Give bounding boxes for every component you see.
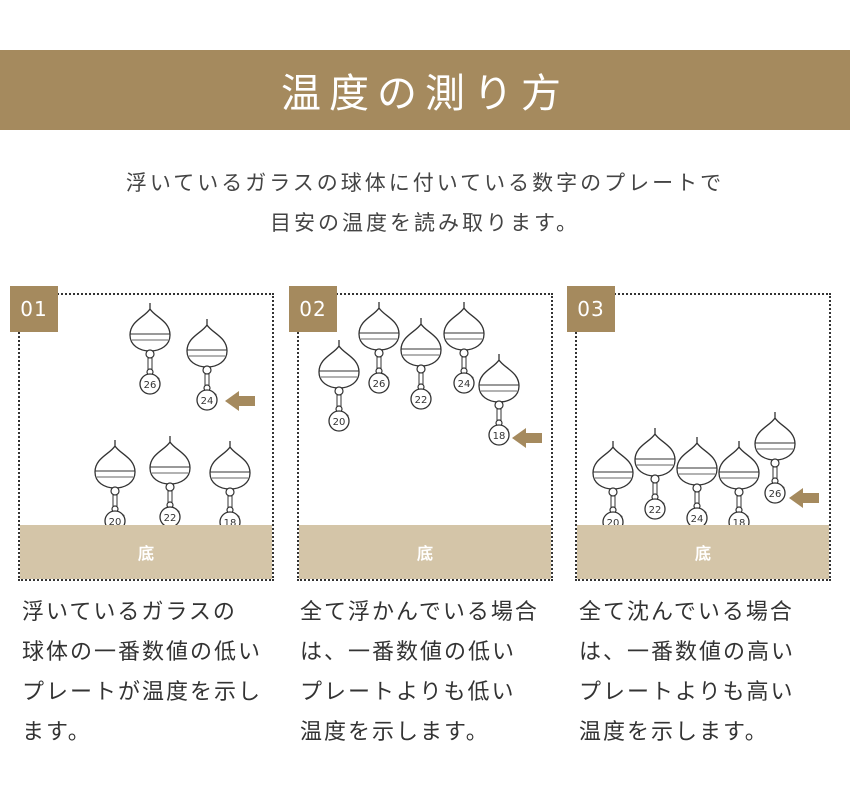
bulb-plate-label: 26 (144, 380, 157, 391)
thermometer-bulb: 22° (149, 436, 191, 525)
svg-text:°: ° (157, 377, 160, 384)
caption-line: 浮いているガラスの (22, 600, 237, 625)
thermometer-bulb: 20° (592, 441, 634, 525)
svg-text:°: ° (346, 414, 349, 421)
bulb-plate-label: 24 (458, 379, 471, 390)
caption-line: 全て沈んでいる場合 (579, 600, 794, 625)
thermometer-bulb: 26° (754, 412, 796, 504)
panel-02-floor: 底 (299, 525, 551, 579)
svg-text:°: ° (746, 515, 749, 522)
intro-line-2: 目安の温度を読み取ります。 (270, 211, 580, 235)
bulb-plate-label: 24 (691, 514, 704, 525)
title-banner: 温度の測り方 (0, 50, 850, 130)
thermometer-bulb: 20° (318, 340, 360, 432)
bulb-plate-label: 26 (769, 489, 782, 500)
panel-03-floor: 底 (577, 525, 829, 579)
caption-line: は、一番数値の高い (579, 640, 796, 665)
thermometer-bulb: 24° (443, 302, 485, 394)
thermometer-bulb: 22° (400, 318, 442, 410)
thermometer-bulb: 24° (186, 319, 228, 411)
floor-label: 底 (694, 544, 711, 563)
caption-line: は、一番数値の低い (300, 640, 517, 665)
panel-03: 20°22°24°18°26° 底 03 (567, 286, 831, 581)
svg-text:°: ° (662, 502, 665, 509)
svg-text:°: ° (122, 514, 125, 521)
panel-02-badge: 02 (289, 286, 337, 332)
thermometer-bulb: 26° (129, 303, 171, 395)
panel-03-badge: 03 (567, 286, 615, 332)
svg-text:°: ° (237, 515, 240, 522)
panel-01-badge: 01 (10, 286, 58, 332)
svg-text:°: ° (704, 511, 707, 518)
bulb-plate-label: 26 (373, 379, 386, 390)
svg-text:°: ° (214, 393, 217, 400)
svg-text:°: ° (506, 428, 509, 435)
caption-line: プレートよりも高い (579, 680, 795, 705)
bulb-plate-label: 22 (164, 513, 177, 524)
caption-line: 球体の一番数値の低い (22, 640, 263, 665)
caption-line: 温度を示します。 (300, 720, 490, 745)
svg-text:°: ° (620, 515, 623, 522)
svg-text:°: ° (177, 510, 180, 517)
bulb-plate-label: 20 (109, 517, 122, 525)
svg-text:°: ° (428, 392, 431, 399)
bulb-plate-label: 20 (607, 518, 620, 525)
caption-03: 全て沈んでいる場合 は、一番数値の高い プレートよりも高い 温度を示します。 (579, 593, 839, 753)
svg-text:°: ° (471, 376, 474, 383)
page-title: 温度の測り方 (281, 71, 569, 117)
caption-line: プレートよりも低い (300, 680, 516, 705)
intro-text: 浮いているガラスの球体に付いている数字のプレートで 目安の温度を読み取ります。 (0, 163, 850, 243)
floor-label: 底 (416, 544, 433, 563)
panel-02: 20°26°22°24°18° 底 02 (289, 286, 553, 581)
caption-line: 全て浮かんでいる場合 (300, 600, 539, 625)
thermometer-bulb: 18° (718, 441, 760, 525)
bulb-plate-label: 20 (333, 417, 346, 428)
floor-label: 底 (137, 544, 154, 563)
thermometer-bulb: 22° (634, 428, 676, 520)
indicator-arrow-icon (512, 428, 542, 448)
panel-01-illustration: 26°24°20°22°18° (94, 303, 255, 525)
caption-line: ます。 (22, 720, 92, 745)
caption-line: 温度を示します。 (579, 720, 769, 745)
bulb-plate-label: 22 (649, 505, 662, 516)
panel-01: 26°24°20°22°18° 底 01 (10, 286, 274, 581)
svg-text:°: ° (782, 486, 785, 493)
caption-01: 浮いているガラスの 球体の一番数値の低い プレートが温度を示し ます。 (22, 593, 282, 753)
panel-02-illustration: 20°26°22°24°18° (318, 302, 542, 448)
bulb-plate-label: 18 (733, 518, 746, 525)
bulb-plate-label: 18 (224, 518, 237, 525)
panel-03-illustration: 20°22°24°18°26° (592, 412, 819, 525)
thermometer-bulb: 18° (478, 354, 520, 446)
thermometer-bulb: 26° (358, 302, 400, 394)
caption-line: プレートが温度を示し (22, 680, 263, 705)
bulb-plate-label: 22 (415, 395, 428, 406)
indicator-arrow-icon (225, 391, 255, 411)
caption-02: 全て浮かんでいる場合 は、一番数値の低い プレートよりも低い 温度を示します。 (300, 593, 560, 753)
thermometer-bulb: 20° (94, 440, 136, 525)
intro-line-1: 浮いているガラスの球体に付いている数字のプレートで (125, 171, 725, 195)
indicator-arrow-icon (789, 488, 819, 508)
bulb-plate-label: 24 (201, 396, 214, 407)
thermometer-bulb: 18° (209, 441, 251, 525)
bulb-plate-label: 18 (493, 431, 506, 442)
svg-text:°: ° (386, 376, 389, 383)
thermometer-bulb: 24° (676, 437, 718, 525)
panel-01-floor: 底 (20, 525, 272, 579)
